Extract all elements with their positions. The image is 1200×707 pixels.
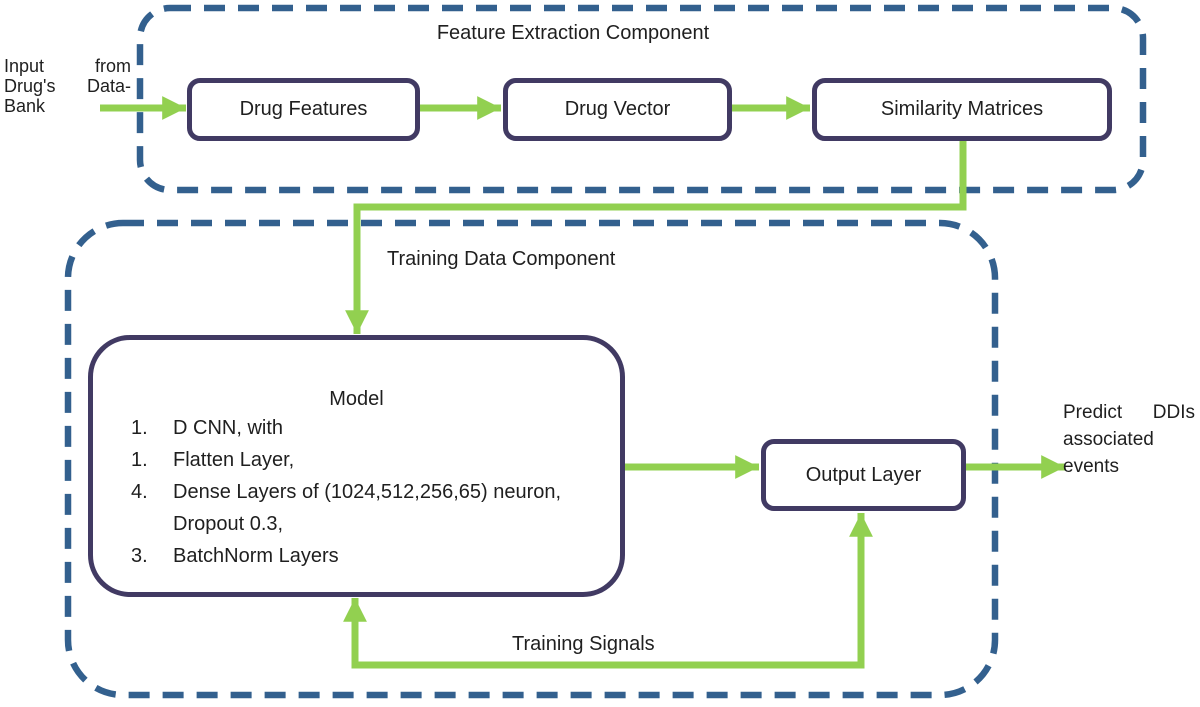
input-caption-line: Input from [4, 56, 131, 76]
predict-caption: Predict DDIs associated events [1063, 399, 1195, 480]
arrow-similarity-to-model [345, 140, 967, 334]
drug-vector-label: Drug Vector [564, 98, 671, 120]
similarity-matrices-box: Similarity Matrices [812, 78, 1112, 141]
output-layer-label: Output Layer [805, 463, 922, 486]
model-item-text: Dense Layers of (1024,512,256,65) neuron… [173, 481, 562, 535]
model-item-text: Flatten Layer, [173, 449, 295, 471]
predict-caption-line: associated [1063, 429, 1154, 450]
model-item-number: 3. [131, 545, 148, 567]
model-item-text: D CNN, with [173, 417, 284, 439]
model-item-number: 1. [131, 449, 148, 471]
model-box: Model 1. D CNN, with 1. Flatten Layer, 4… [88, 335, 625, 597]
predict-caption-line: Predict DDIs [1063, 402, 1195, 423]
model-list-item: 1. D CNN, with [131, 412, 620, 444]
training-component-title: Training Data Component [387, 248, 616, 270]
model-item-number: 1. [131, 417, 148, 439]
model-item-number: 4. [131, 481, 148, 503]
input-caption: Input from Drug's Data- Bank [4, 56, 131, 116]
input-caption-line: Bank [4, 96, 46, 116]
feature-component-title: Feature Extraction Component [436, 22, 710, 44]
model-list-item: 1. Flatten Layer, [131, 444, 620, 476]
model-title: Model [329, 388, 384, 410]
input-caption-line: Drug's Data- [4, 76, 131, 96]
training-signals-label: Training Signals [512, 633, 655, 655]
feature-component-border [136, 4, 1147, 194]
output-layer-box: Output Layer [761, 439, 966, 511]
model-item-text: BatchNorm Layers [173, 545, 339, 567]
predict-caption-line: events [1063, 456, 1119, 477]
training-component-border [64, 219, 999, 699]
similarity-matrices-label: Similarity Matrices [880, 98, 1044, 120]
model-list-item: 4. Dense Layers of (1024,512,256,65) neu… [131, 476, 620, 540]
drug-vector-box: Drug Vector [503, 78, 732, 141]
model-list: 1. D CNN, with 1. Flatten Layer, 4. Dens… [93, 412, 620, 572]
drug-features-label: Drug Features [239, 98, 368, 120]
drug-features-box: Drug Features [187, 78, 420, 141]
model-list-item: 3. BatchNorm Layers [131, 540, 620, 572]
